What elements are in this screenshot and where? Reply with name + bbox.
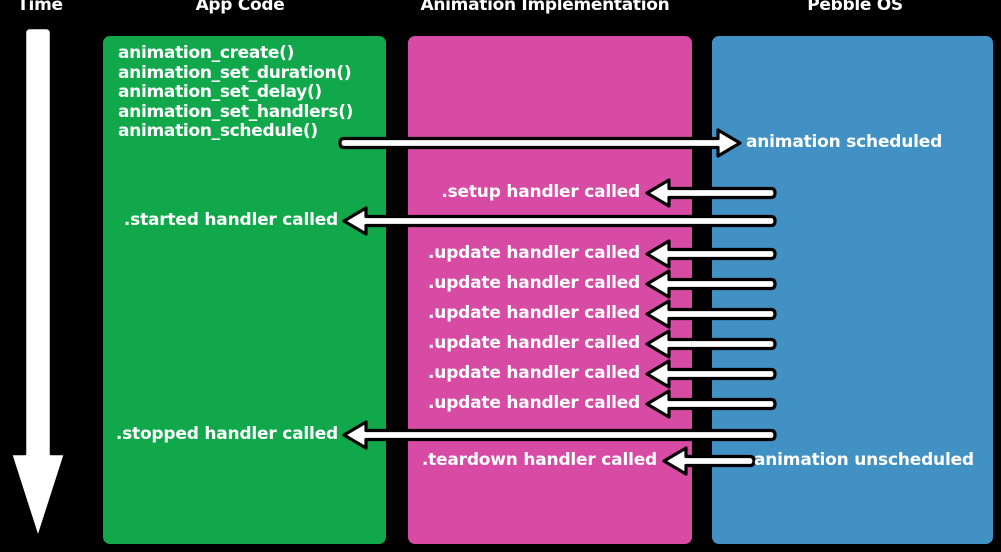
message-label-update-handler-3: .update handler called <box>428 303 640 323</box>
message-label-update-handler-2: .update handler called <box>428 273 640 293</box>
message-label-update-handler-6: .update handler called <box>428 393 640 413</box>
column-header-animation-implementation: Animation Implementation <box>419 0 671 16</box>
message-label-setup-handler: .setup handler called <box>441 182 640 202</box>
down-arrow-icon <box>9 26 67 540</box>
app-code-call-list: animation_create() animation_set_duratio… <box>118 43 354 141</box>
message-label-update-handler-1: .update handler called <box>428 243 640 263</box>
message-label-animation-unscheduled: animation unscheduled <box>754 450 974 470</box>
lifeline-app-code <box>100 33 389 547</box>
column-header-time: Time <box>16 0 64 16</box>
column-header-app-code: App Code <box>194 0 286 16</box>
message-label-update-handler-4: .update handler called <box>428 333 640 353</box>
message-label-started-handler: .started handler called <box>123 210 338 230</box>
message-label-teardown-handler: .teardown handler called <box>421 450 657 470</box>
message-label-update-handler-5: .update handler called <box>428 363 640 383</box>
column-header-pebble-os: Pebble OS <box>806 0 904 16</box>
message-label-animation-scheduled: animation scheduled <box>746 132 943 152</box>
message-label-stopped-handler: .stopped handler called <box>115 424 338 444</box>
